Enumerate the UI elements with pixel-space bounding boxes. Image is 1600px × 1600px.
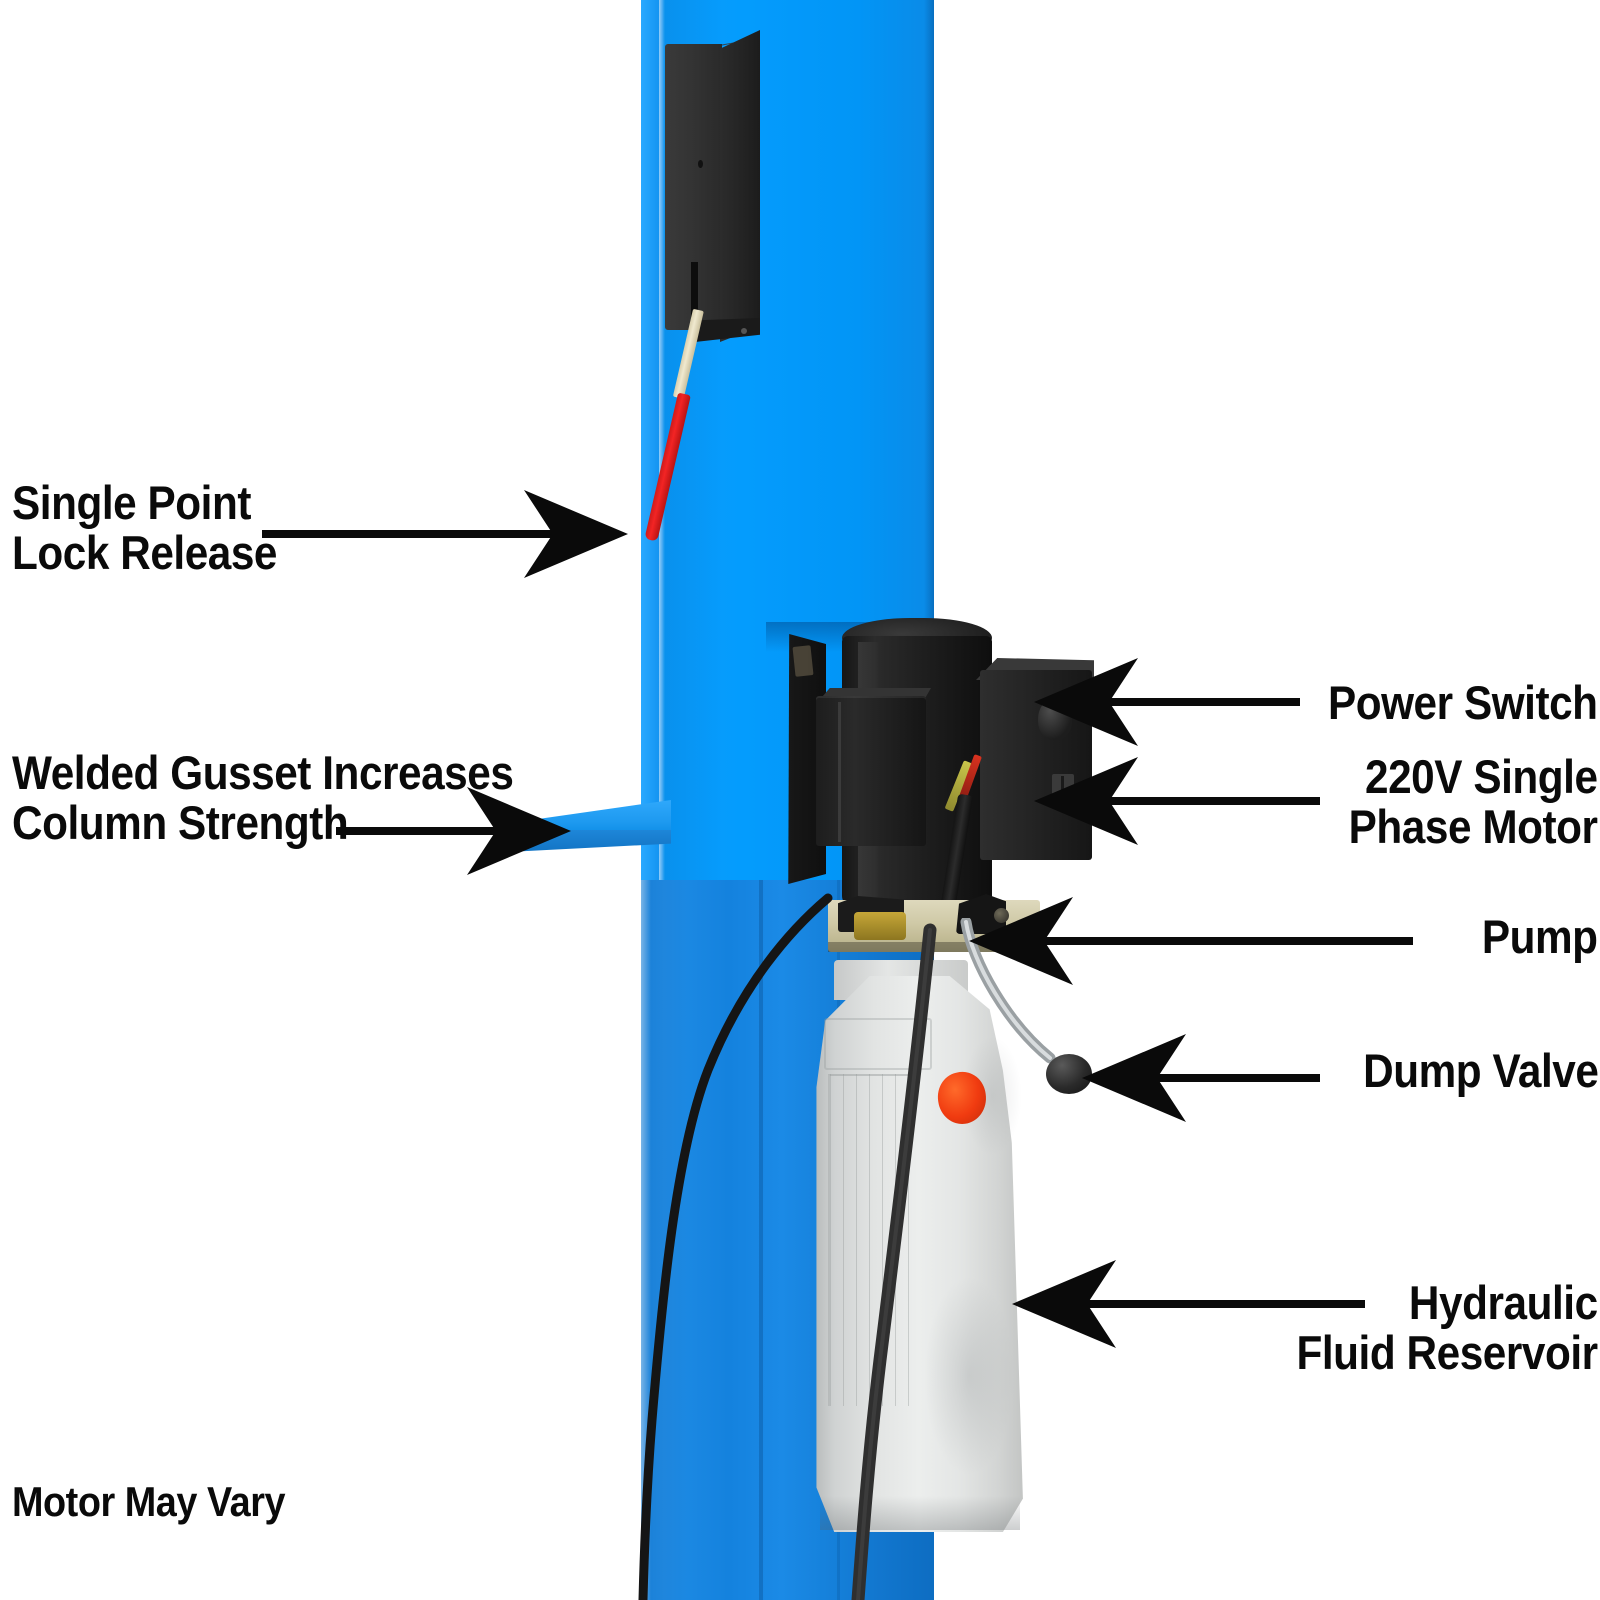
- gusset-edge: [507, 830, 671, 852]
- bracket-hardware: [792, 645, 814, 677]
- power-switch-box[interactable]: [980, 670, 1092, 860]
- lock-box-side-face: [720, 30, 760, 342]
- column-edge-highlight: [659, 0, 665, 1600]
- reservoir-upper-panel: [824, 1018, 932, 1070]
- callout-label-single-point-lock-release: Single Point Lock Release: [12, 476, 278, 579]
- column-lower-highlight: [641, 880, 651, 1600]
- single-point-lock-release-box[interactable]: [644, 30, 760, 542]
- callout-label-hydraulic-fluid-reservoir: Hydraulic Fluid Reservoir: [1296, 1276, 1599, 1379]
- column-seam-primary: [759, 880, 763, 1600]
- callout-label-pump: Pump: [1482, 910, 1598, 963]
- reservoir-bottom-shadow: [820, 1496, 1020, 1530]
- power-switch-knob[interactable]: [1038, 698, 1072, 740]
- switch-nameplate: [1052, 774, 1074, 798]
- dump-valve-knob[interactable]: [1046, 1054, 1092, 1094]
- lock-release-handle[interactable]: [644, 308, 713, 550]
- lock-box-screw-upper: [698, 160, 703, 168]
- reservoir-shading: [924, 1276, 1014, 1476]
- disclaimer-motor-may-vary: Motor May Vary: [12, 1478, 286, 1525]
- callout-label-motor: 220V Single Phase Motor: [1349, 750, 1598, 853]
- capacitor-box: [816, 696, 926, 846]
- welded-gusset-plate: [501, 800, 671, 862]
- callout-label-power-switch: Power Switch: [1328, 676, 1598, 729]
- callout-label-welded-gusset: Welded Gusset Increases Column Strength: [12, 746, 514, 849]
- lock-release-slot: [691, 262, 698, 330]
- capacitor-box-seam: [838, 702, 841, 842]
- pump-brass-fitting: [854, 912, 906, 940]
- motor-pump-assembly: [780, 612, 1094, 952]
- lock-handle-shaft: [672, 308, 704, 399]
- callout-label-dump-valve: Dump Valve: [1362, 1044, 1599, 1097]
- lock-box-screw-lower: [741, 328, 747, 334]
- reservoir-rib-panel: [828, 1074, 912, 1406]
